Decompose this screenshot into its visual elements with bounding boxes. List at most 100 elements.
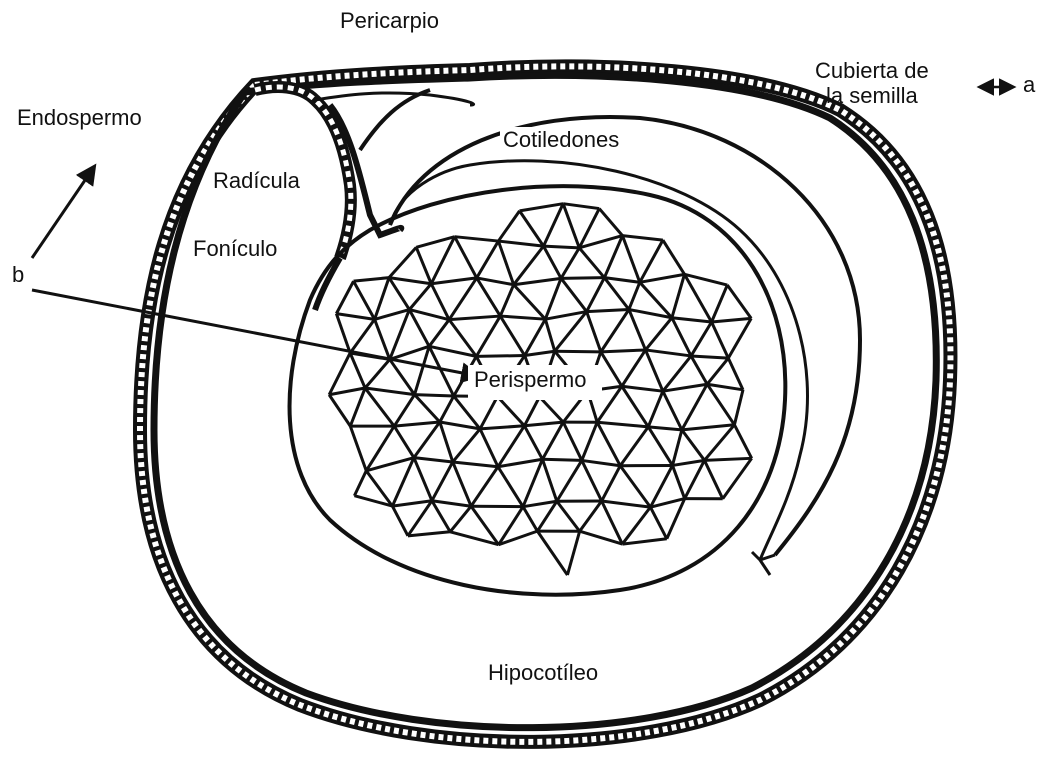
cell-wall [561,278,587,311]
cell-wall [390,359,415,394]
cell-wall [597,422,620,465]
cell-wall [629,282,640,309]
cell-wall [525,319,546,355]
radicle-structure [255,87,474,310]
cell-wall [523,459,542,506]
cell-wall [563,204,599,209]
cell-wall [604,278,639,283]
cell-wall [432,501,450,532]
cell-wall [408,501,432,536]
cell-wall [432,501,471,506]
label-b: b [12,262,24,287]
cell-wall [432,462,453,501]
cell-wall [542,459,556,501]
cell-wall [498,459,543,466]
cell-wall [601,309,629,351]
cell-wall [672,274,685,317]
cell-wall [542,459,581,460]
label-pericarpio: Pericarpio [340,8,439,33]
cell-wall [622,350,646,386]
cell-wall [329,388,365,395]
label-perispermo: Perispermo [468,365,602,400]
cell-wall [567,531,579,575]
cell-wall [455,237,477,278]
cell-wall [650,465,672,507]
cell-wall [712,285,728,322]
cell-wall [523,507,537,531]
cell-wall [375,278,389,320]
cell-wall [728,358,743,390]
cell-wall [500,285,513,316]
cell-wall [646,350,663,391]
cell-wall [414,458,453,462]
cell-wall [602,501,651,507]
cell-wall [520,204,564,211]
cell-wall [691,356,728,358]
cell-wall [471,467,498,506]
cell-wall [601,350,646,352]
cell-wall [409,284,431,310]
cell-wall [582,422,597,460]
cell-wall [561,278,604,279]
cell-wall [704,458,751,460]
cell-wall [354,471,366,496]
cell-wall [544,246,562,278]
arrow-b-to-perispermo [32,290,478,376]
cell-wall [480,426,524,429]
cell-wall [682,425,735,430]
cell-wall [350,426,366,471]
cell-wall [392,506,408,536]
cell-wall [329,353,350,395]
cell-wall [557,460,582,501]
cell-wall [416,247,431,283]
cell-wall [672,465,684,498]
cell-wall [587,312,601,352]
cell-wall [394,426,414,458]
cell-wall [392,501,432,506]
cell-wall [354,278,389,282]
cell-wall [392,458,414,506]
cell-wall [389,278,431,284]
cell-wall [563,204,579,248]
cell-wall [537,531,567,575]
cell-wall [520,211,544,246]
cell-wall [648,427,672,466]
cell-wall [707,384,734,425]
cell-wall [544,204,564,246]
cell-wall [672,430,681,466]
cell-wall [734,390,743,425]
label-cubierta-de-la-semilla: Cubierta de la semilla [815,58,929,109]
cell-wall [350,388,365,426]
cell-wall [604,236,622,278]
cell-wall [480,397,497,429]
cell-wall [663,240,685,274]
cell-wall [587,278,605,312]
cell-wall [563,422,582,460]
cell-wall [691,356,707,384]
cell-wall [524,397,539,426]
label-a: a [1023,72,1035,97]
cell-wall [582,460,620,465]
cell-wall [408,532,450,536]
cell-wall [727,285,751,318]
cell-wall [450,506,471,532]
cell-wall [477,278,514,285]
label-cubierta-line2: la semilla [815,83,929,108]
cell-wall [453,462,471,506]
cell-wall [640,240,663,282]
cell-wall [604,278,629,310]
cell-wall [365,359,390,388]
cell-wall [375,310,410,320]
cell-wall [707,358,728,384]
cell-wall [540,397,564,422]
cell-wall [350,319,374,353]
cell-wall [580,501,602,531]
cell-wall [514,285,546,319]
cell-wall [672,460,704,465]
cell-wall [415,346,430,394]
cell-wall [525,351,555,355]
cell-wall [453,429,480,462]
cell-wall [453,462,498,467]
cell-wall [622,386,663,391]
cell-wall [480,429,498,467]
